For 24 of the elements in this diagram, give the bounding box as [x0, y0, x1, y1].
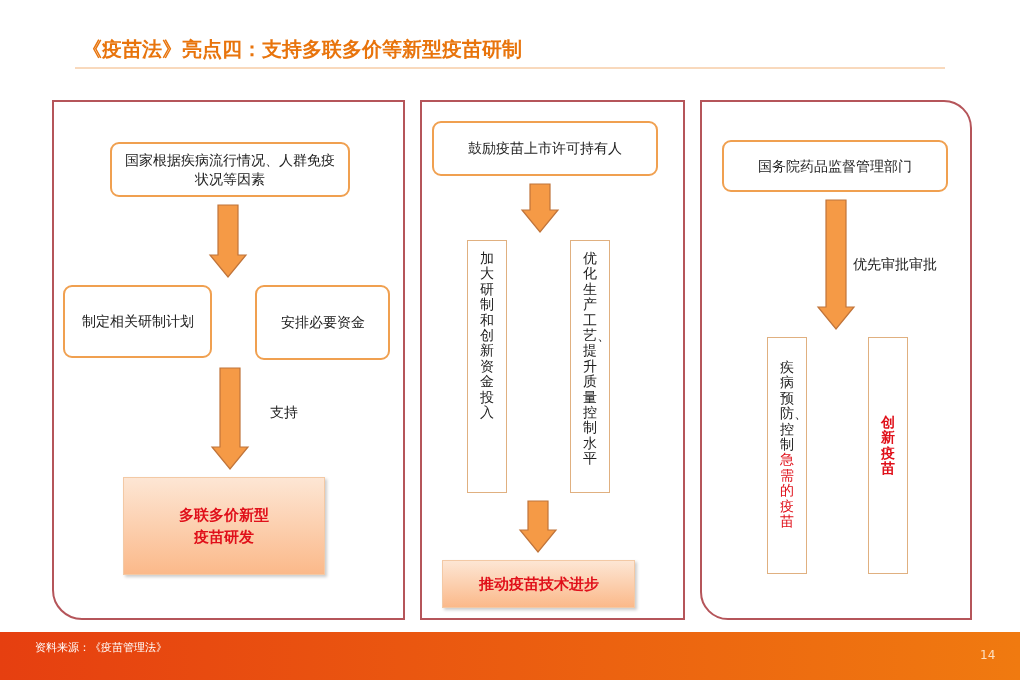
middle-panel	[420, 100, 685, 620]
title: 《疫苗法》亮点四：支持多联多价等新型疫苗研制	[82, 36, 522, 63]
vertical-text-box: 疾病预防、控制 急需的疫苗	[767, 337, 807, 574]
right-panel	[700, 100, 972, 620]
rounded-text-box: 鼓励疫苗上市许可持有人	[432, 121, 658, 176]
left-panel	[52, 100, 405, 620]
edge-label: 支持	[270, 404, 298, 422]
highlight-box: 推动疫苗技术进步	[442, 560, 635, 608]
block-arrow	[208, 204, 248, 278]
source-note: 资料来源：《疫苗管理法》	[35, 640, 167, 655]
block-arrow	[816, 199, 856, 330]
rounded-text-box: 制定相关研制计划	[63, 285, 212, 358]
vertical-text-box: 优化生产工艺、提升质量控制水平	[570, 240, 610, 493]
highlight-box: 多联多价新型疫苗研发	[123, 477, 325, 575]
rounded-text-box: 国务院药品监督管理部门	[722, 140, 948, 192]
vertical-text-box: 加大研制和创新资金投入	[467, 240, 507, 493]
block-arrow	[210, 367, 250, 470]
page-number: 14	[980, 648, 996, 662]
rounded-text-box: 国家根据疾病流行情况、人群免疫状况等因素	[110, 142, 350, 197]
block-arrow	[518, 500, 558, 553]
vertical-text-box: 创新疫苗	[868, 337, 908, 574]
edge-label: 优先审批审批	[853, 256, 937, 274]
block-arrow	[520, 183, 560, 233]
rounded-text-box: 安排必要资金	[255, 285, 390, 360]
